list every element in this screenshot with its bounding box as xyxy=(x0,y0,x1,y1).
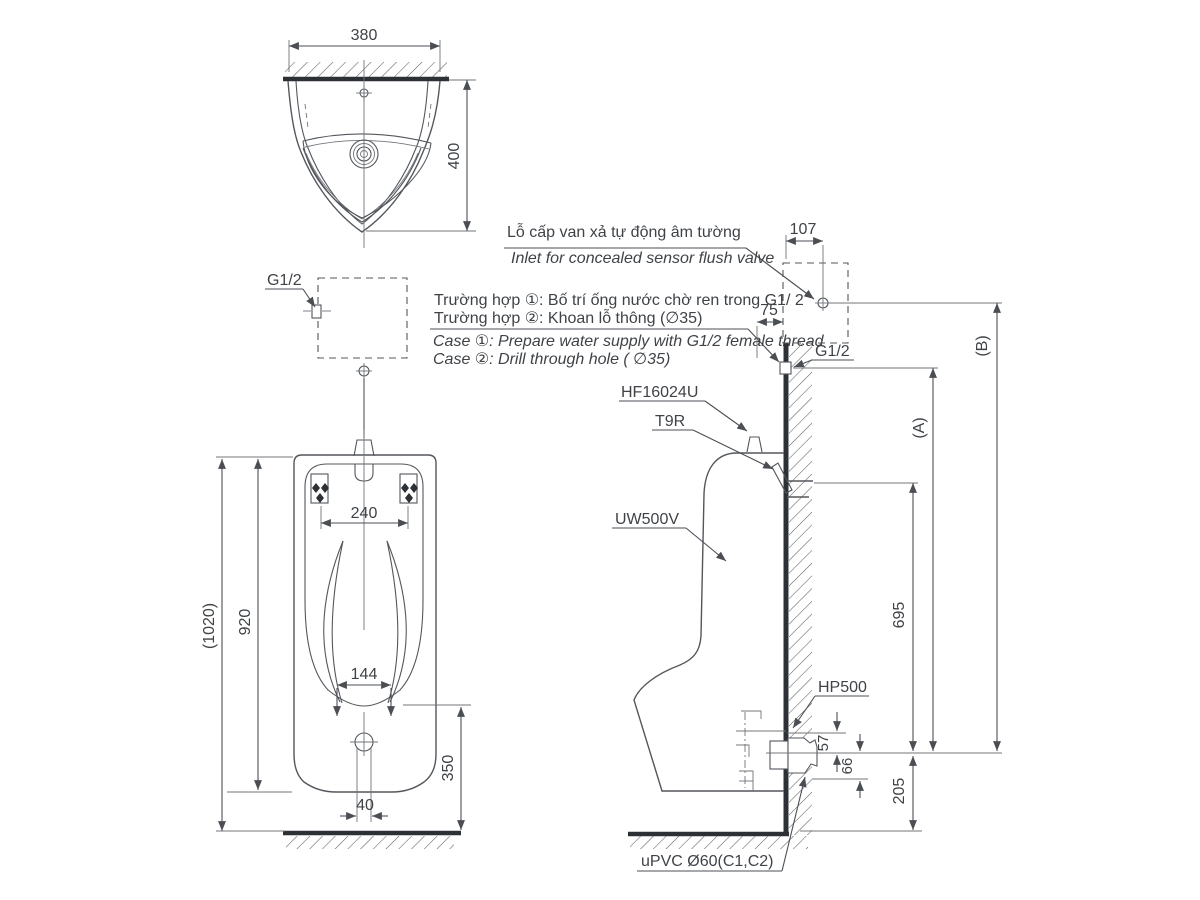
dim-350: 350 xyxy=(403,704,471,830)
dim-label-B: (B) xyxy=(974,335,991,356)
outlet-spigot-through-wall xyxy=(787,737,818,774)
dim-380: 380 xyxy=(288,27,441,72)
dim-label-57: 57 xyxy=(815,735,832,752)
mounting-bracket-left xyxy=(310,473,329,504)
label-upvc-pipe: uPVC Ø60(C1,C2) xyxy=(637,776,807,872)
side-view: 107 75 (B) (A) 695 57 xyxy=(612,221,1002,872)
hp500-text: HP500 xyxy=(818,679,867,696)
g12-label-left: G1/2 xyxy=(265,272,316,308)
floor-hatching-front xyxy=(286,836,454,849)
note-cases: Trường hợp ①: Bố trí ống nước chờ ren tr… xyxy=(430,292,825,368)
note-inlet: Lỗ cấp van xả tự động âm tường Inlet for… xyxy=(504,222,815,300)
concealed-valve-box-detail xyxy=(317,277,408,359)
bowl-leaf-curves xyxy=(323,540,407,704)
drain-symbol-front xyxy=(350,728,378,756)
valve-inlet-point xyxy=(815,295,831,311)
dim-label-380: 380 xyxy=(351,27,378,44)
note-case2-en: Case ②: Drill through hole ( ∅35) xyxy=(433,351,670,368)
dim-A: (A) xyxy=(793,367,938,751)
dim-75: 75 xyxy=(756,302,783,358)
mounting-bracket-right xyxy=(399,473,418,504)
top-view: 380 400 xyxy=(283,27,476,248)
dim-695: 695 xyxy=(814,482,918,751)
dim-label-240: 240 xyxy=(351,505,378,522)
label-t9r: T9R xyxy=(652,413,774,470)
dim-label-400: 400 xyxy=(446,143,463,170)
dim-label-A: (A) xyxy=(911,417,928,438)
label-g12-side: G1/2 xyxy=(793,343,854,368)
g12-left-text: G1/2 xyxy=(267,272,302,289)
g12-side-text: G1/2 xyxy=(815,343,850,360)
g12-wall-fitting xyxy=(779,361,792,375)
dim-label-144: 144 xyxy=(351,666,378,683)
label-uw500v: UW500V xyxy=(612,511,727,562)
dim-label-920: 920 xyxy=(237,609,254,636)
dim-57: 57 xyxy=(815,712,841,772)
dim-B: (B) xyxy=(829,302,1002,751)
dim-66: 66 xyxy=(839,734,864,798)
dim-label-205: 205 xyxy=(891,778,908,805)
urinal-body-front xyxy=(293,454,437,793)
uw500v-text: UW500V xyxy=(615,511,679,528)
dim-400: 400 xyxy=(366,79,476,232)
t9r-text: T9R xyxy=(655,413,685,430)
dim-40: 40 xyxy=(340,747,388,822)
dim-label-695: 695 xyxy=(891,602,908,629)
spud-connector-side xyxy=(771,462,793,494)
internal-trap-lines xyxy=(736,710,762,791)
label-hf16024u: HF16024U xyxy=(619,384,748,432)
dim-107: 107 xyxy=(785,221,824,296)
dim-label-66: 66 xyxy=(839,758,856,775)
outlet-socket-side xyxy=(769,740,789,770)
dim-label-350: 350 xyxy=(440,755,457,782)
dim-240: 240 xyxy=(320,505,409,529)
dim-label-40: 40 xyxy=(356,797,374,814)
hf16024u-text: HF16024U xyxy=(621,384,698,401)
dim-label-75: 75 xyxy=(760,302,778,319)
label-hp500: HP500 xyxy=(792,679,869,729)
note-case2-vi: Trường hợp ②: Khoan lỗ thông (∅35) xyxy=(434,308,702,327)
dim-205: 205 xyxy=(891,756,917,830)
dim-1020: (1020) xyxy=(201,459,285,832)
note-case1-vi: Trường hợp ①: Bố trí ống nước chờ ren tr… xyxy=(434,292,804,309)
wall-hatching-side xyxy=(789,343,812,835)
dim-144: 144 xyxy=(333,666,395,716)
floor-hatching-side xyxy=(630,836,808,849)
note-case1-en: Case ①: Prepare water supply with G1/2 f… xyxy=(433,333,825,350)
note-inlet-en: Inlet for concealed sensor flush valve xyxy=(511,250,774,267)
dim-label-107: 107 xyxy=(790,221,817,238)
spud-side xyxy=(746,436,763,453)
urinal-plan-outline xyxy=(287,60,441,248)
inner-rim-front xyxy=(304,463,424,707)
dim-920: 920 xyxy=(216,456,293,793)
note-inlet-vi: Lỗ cấp van xả tự động âm tường xyxy=(507,222,741,241)
supply-fitting-symbol xyxy=(311,304,322,319)
urinal-profile-side xyxy=(633,452,784,792)
dim-label-1020: (1020) xyxy=(201,603,218,649)
wall-hatching-top-view xyxy=(285,62,447,78)
front-view: 240 144 40 350 920 (10 xyxy=(201,430,471,849)
upvc-text: uPVC Ø60(C1,C2) xyxy=(641,853,774,870)
supply-inlet-detail: G1/2 xyxy=(265,272,408,438)
